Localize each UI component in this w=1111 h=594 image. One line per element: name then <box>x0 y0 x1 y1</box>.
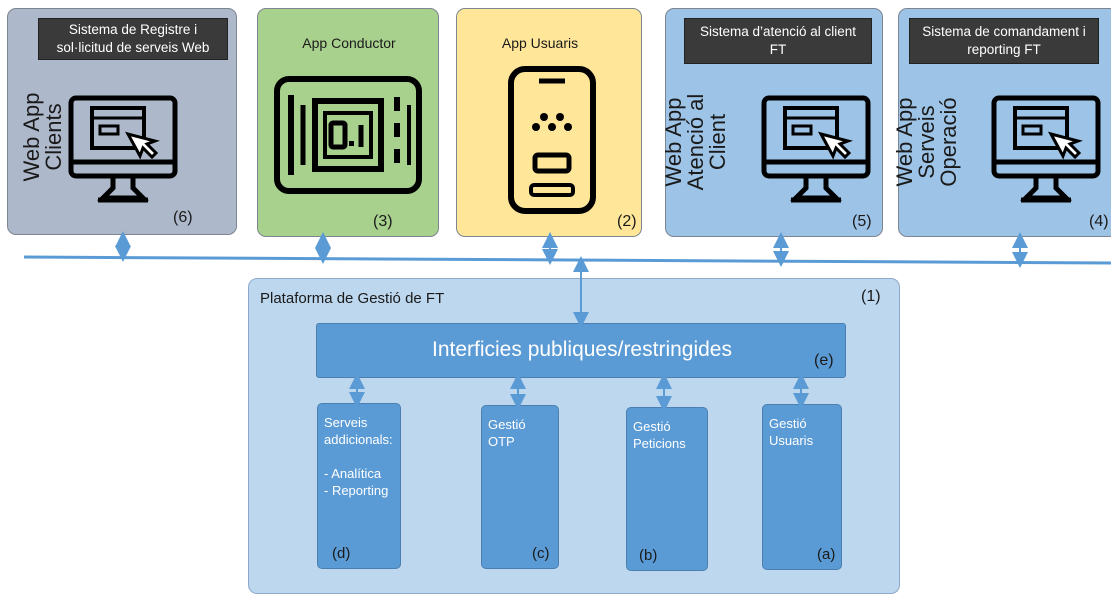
module-tag: (c) <box>532 545 550 562</box>
conductor-box: App Conductor (3) <box>257 8 439 237</box>
monitor-app-icon <box>761 94 871 209</box>
web-clients-box: Sistema de Registre i sol·licitud de ser… <box>7 8 237 235</box>
conductor-title: App Conductor <box>302 35 396 51</box>
module-gestio-peticions: Gestió Peticions (b) <box>626 407 708 571</box>
interfaces-bar: Interficies publiques/restringides (e) <box>316 323 846 378</box>
atencio-header: Sistema d’atenció al client FT <box>684 18 872 64</box>
comandament-vertical-label: Web App Serveis Operació <box>892 97 961 187</box>
conductor-number: (3) <box>373 213 393 230</box>
module-tag: (d) <box>332 545 351 562</box>
web-clients-header: Sistema de Registre i sol·licitud de ser… <box>38 18 228 60</box>
comandament-box: Sistema de comandament i reporting FT We… <box>892 8 1111 237</box>
module-gestio-usuaris: Gestió Usuaris (a) <box>762 404 842 570</box>
interfaces-label: Interficies publiques/restringides <box>432 338 732 361</box>
taximeter-icon <box>273 75 423 195</box>
bus-line <box>23 255 1111 265</box>
smartphone-app-icon <box>507 65 597 215</box>
web-clients-number: (6) <box>173 209 193 226</box>
monitor-app-icon <box>991 94 1101 209</box>
usuaris-box: App Usuaris (2) <box>456 8 642 237</box>
comandament-header: Sistema de comandament i reporting FT <box>909 18 1099 64</box>
module-tag: (b) <box>639 547 658 564</box>
platform-title: Plataforma de Gestió de FT <box>260 290 445 307</box>
atencio-number: (5) <box>852 213 872 230</box>
module-gestio-otp: Gestió OTP (c) <box>481 405 559 569</box>
usuaris-number: (2) <box>617 213 637 230</box>
platform-number: (1) <box>861 288 881 305</box>
interfaces-tag: (e) <box>814 352 834 369</box>
module-serveis-addicionals: Serveis addicionals: - Analítica - Repor… <box>317 403 401 569</box>
monitor-app-icon <box>68 94 178 209</box>
usuaris-title: App Usuaris <box>501 35 579 51</box>
atencio-box: Sistema d’atenció al client FT Web App A… <box>661 8 883 237</box>
atencio-vertical-label: Web App Atenció al Client <box>661 93 730 191</box>
comandament-number: (4) <box>1089 213 1109 230</box>
web-clients-vertical-label: Web App Clients <box>19 92 66 182</box>
module-tag: (a) <box>817 546 836 563</box>
